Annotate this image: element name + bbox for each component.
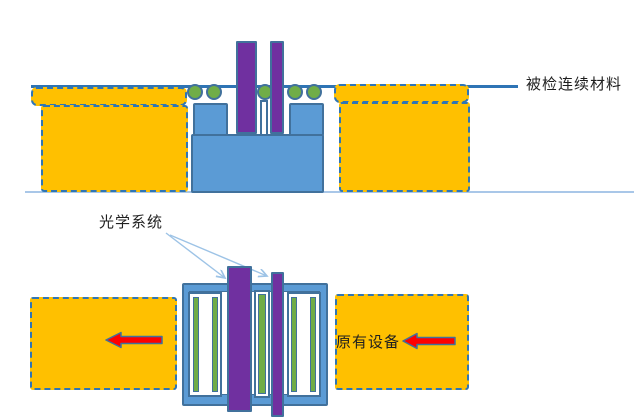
sensor-bar-wide-bottom — [227, 266, 252, 412]
inspection-unit-base — [191, 134, 324, 193]
optics-label: 光学系统 — [99, 213, 164, 231]
left-equipment-body — [41, 105, 188, 192]
sensor-bar-wide-top — [236, 41, 257, 134]
leader-lines-icon — [165, 232, 275, 283]
lens-glass-stripe — [193, 297, 199, 392]
lens-glass-stripe — [258, 294, 266, 394]
lens-glass-stripe — [310, 297, 316, 392]
ground-line — [25, 191, 634, 193]
lens-glass-stripe — [212, 297, 218, 392]
inspection-unit-right-block — [289, 103, 324, 136]
roller-icon — [287, 84, 303, 100]
sensor-bar-narrow-bottom — [271, 272, 284, 417]
flow-arrow-right-icon — [402, 332, 456, 350]
sensor-bar-narrow-top — [270, 41, 284, 134]
roller-icon — [206, 84, 222, 100]
roller-icon — [187, 84, 203, 100]
right-equipment-body — [339, 102, 470, 192]
left-equipment-top-slab — [31, 87, 187, 106]
guide-rod — [260, 100, 268, 136]
right-equipment-top-slab — [334, 84, 469, 103]
roller-icon — [306, 84, 322, 100]
material-label: 被检连续材料 — [526, 75, 623, 93]
inspection-unit-left-block — [193, 103, 228, 136]
lens-glass-stripe — [291, 297, 297, 392]
flow-arrow-left-icon — [105, 331, 163, 349]
equipment-label: 原有设备 — [336, 333, 401, 351]
